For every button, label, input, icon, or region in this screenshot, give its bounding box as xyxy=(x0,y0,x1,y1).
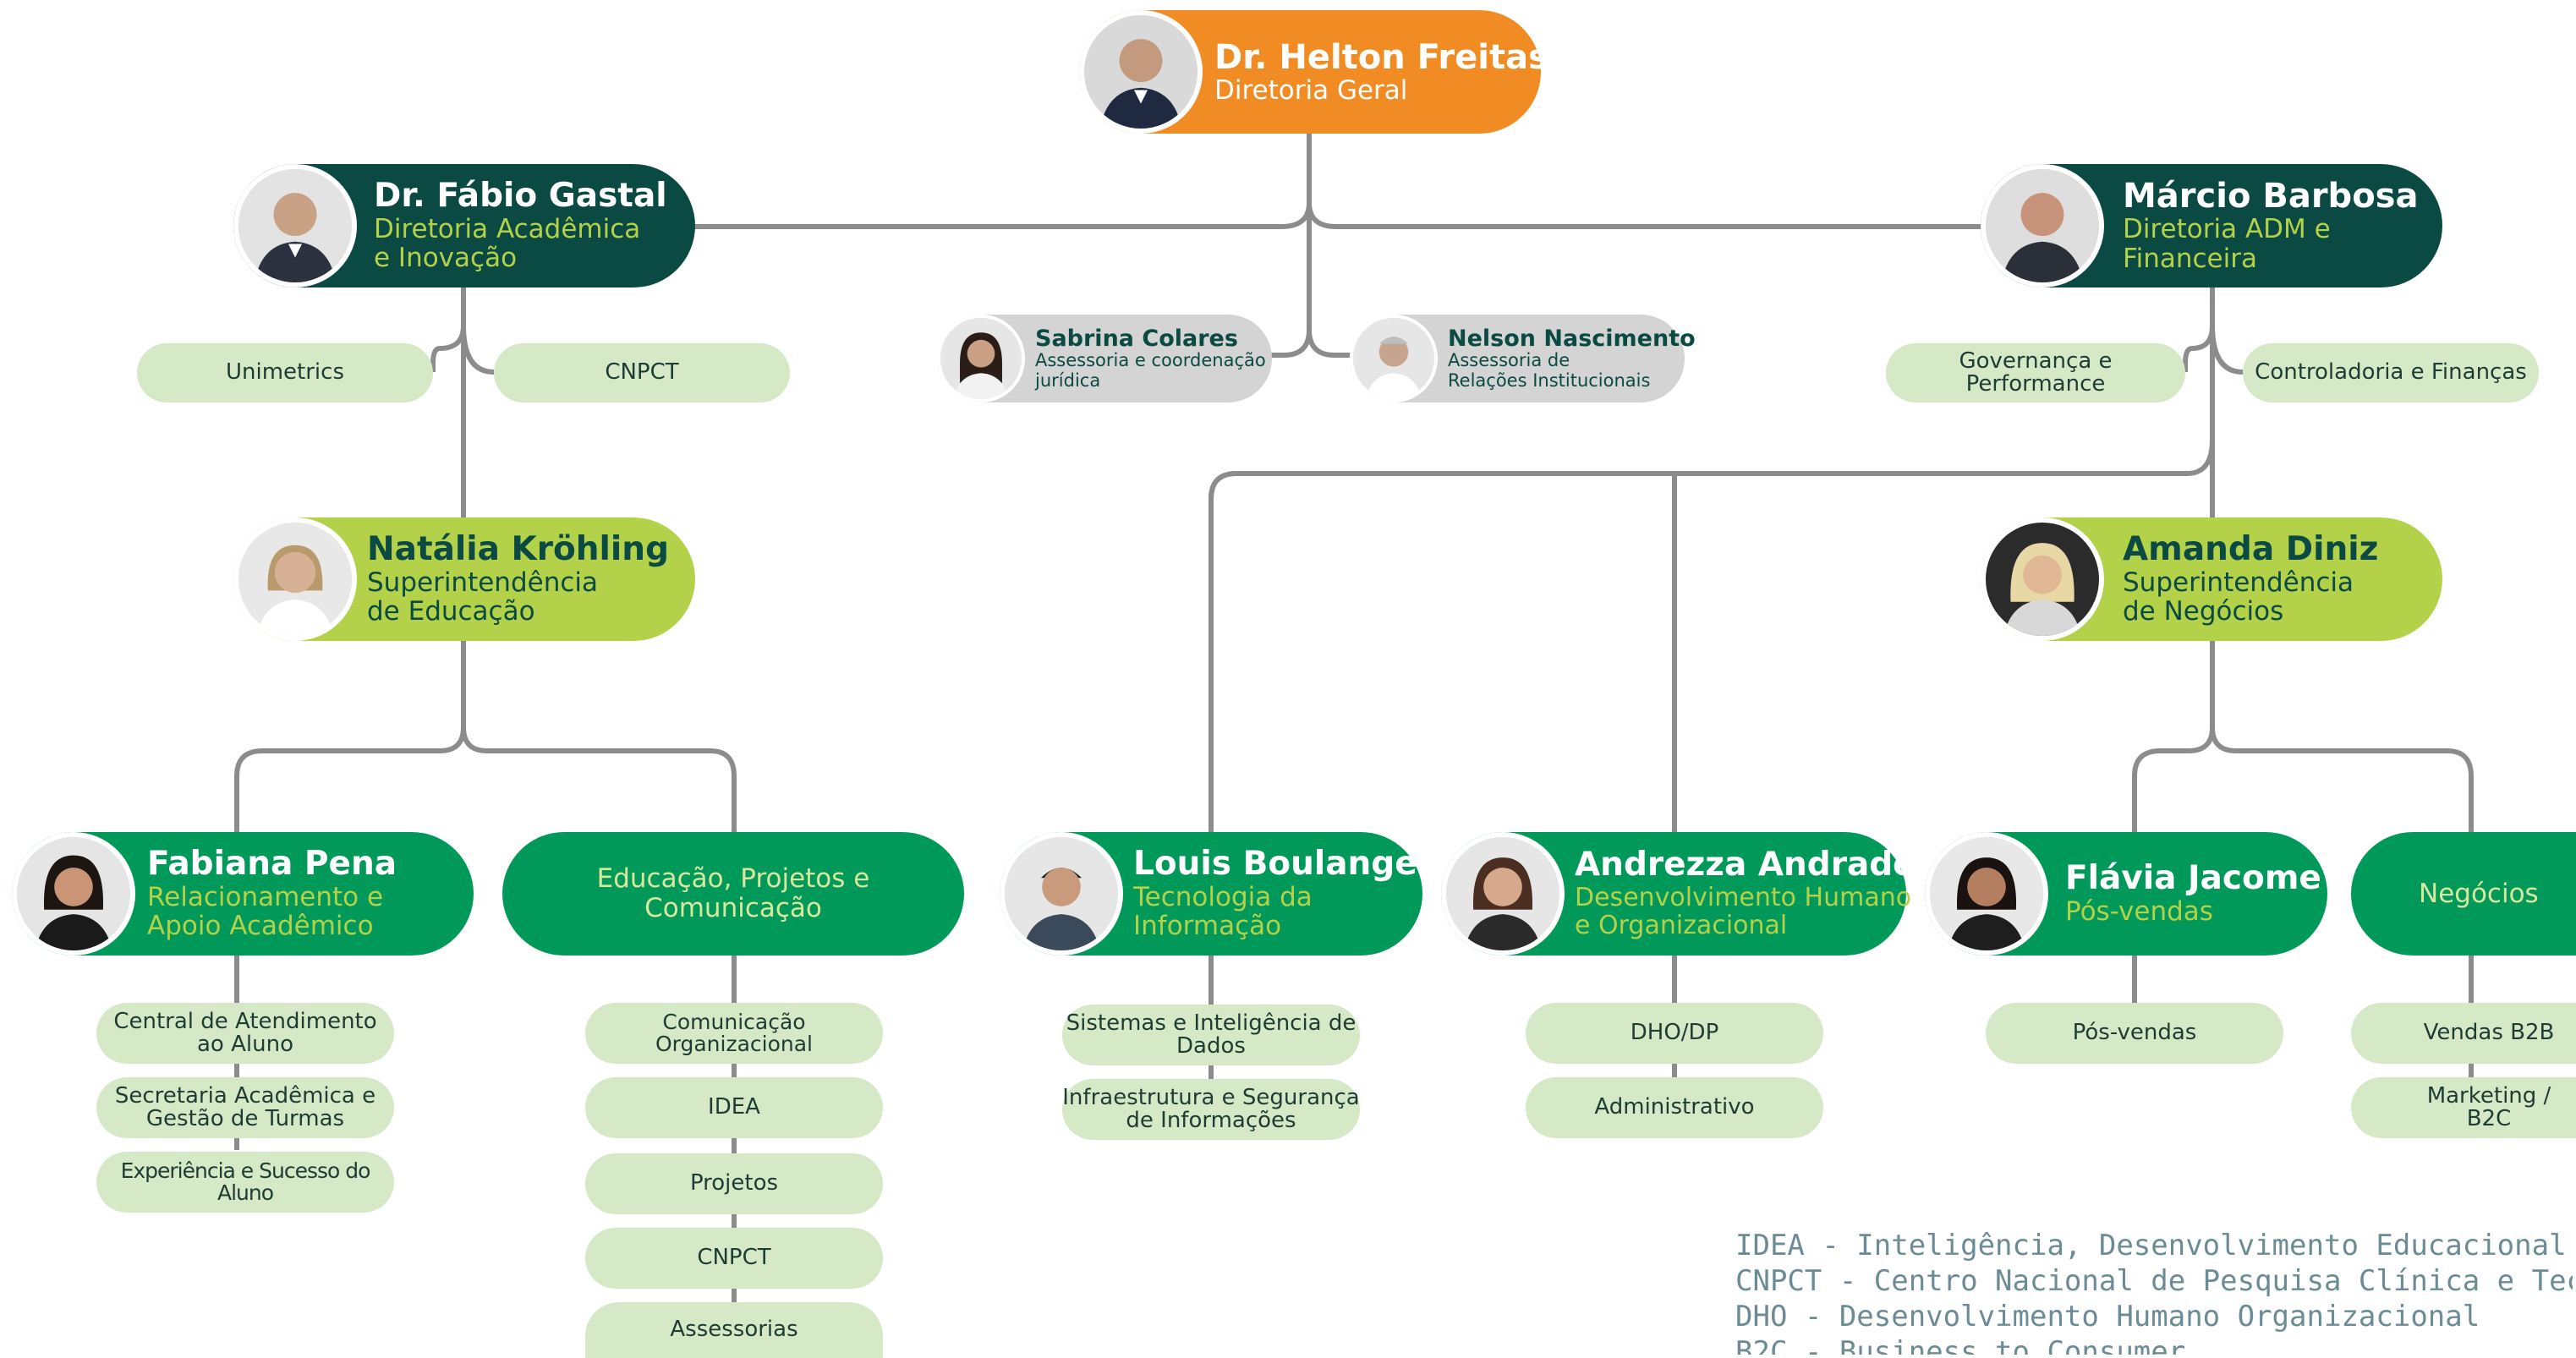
manager-fabiana-role: Relacionamento e Apoio Acadêmico xyxy=(147,881,384,942)
manager-andrezza-card: Andrezza Andrade Desenvolvimento Humano … xyxy=(1441,832,1916,956)
team-flavia-0: Pós-vendas xyxy=(1986,1003,2283,1064)
manager-andrezza-role: Desenvolvimento Humano e Organizacional xyxy=(1575,882,1912,941)
team-louis-1: Infraestrutura e Segurança de Informaçõe… xyxy=(1062,1079,1360,1140)
team-educacao-0: Comunicação Organizacional xyxy=(585,1003,883,1064)
director-general-card: Dr. Helton Freitas Diretoria Geral xyxy=(1079,10,1548,134)
superintendent-amanda-card: Amanda Diniz Superintendência de Negócio… xyxy=(1981,517,2442,641)
superintendent-amanda-role: Superintendência de Negócios xyxy=(2123,567,2354,627)
team-andrezza-0: DHO/DP xyxy=(1526,1003,1823,1064)
manager-flavia-card: Flávia Jacome Pós-vendas xyxy=(1925,832,2327,956)
legend-line-cnpct: CNPCT - Centro Nacional de Pesquisa Clín… xyxy=(1735,1264,2573,1298)
unit-controladoria: Controladoria e Finanças xyxy=(2243,343,2539,402)
superintendent-natalia-name: Natália Kröhling xyxy=(367,529,669,568)
manager-flavia-avatar xyxy=(1925,832,2048,956)
team-educacao-2: Projetos xyxy=(585,1153,883,1214)
team-negocios-0: Vendas B2B xyxy=(2351,1003,2576,1064)
manager-louis-name: Louis Boulanger xyxy=(1133,844,1433,883)
director-adm-avatar xyxy=(1981,164,2104,287)
manager-educacao-card: Educação, Projetos e Comunicação xyxy=(502,832,964,956)
unit-governanca: Governança e Performance xyxy=(1886,343,2185,402)
unit-cnpct: CNPCT xyxy=(494,343,790,402)
manager-flavia-role: Pós-vendas xyxy=(2065,896,2213,928)
director-general-avatar xyxy=(1079,10,1203,134)
superintendent-amanda-name: Amanda Diniz xyxy=(2123,529,2379,568)
director-academic-avatar xyxy=(233,164,357,287)
director-general-name: Dr. Helton Freitas xyxy=(1214,37,1548,77)
advisor-nelson-role: Assessoria de Relações Institucionais xyxy=(1448,350,1651,391)
unit-unimetrics: Unimetrics xyxy=(137,343,433,402)
manager-louis-avatar xyxy=(1000,832,1123,956)
acronym-legend: IDEA - Inteligência, Desenvolvimento Edu… xyxy=(1735,1228,2573,1355)
team-negocios-1: Marketing / B2C xyxy=(2351,1077,2576,1138)
director-adm-card: Márcio Barbosa Diretoria ADM e Financeir… xyxy=(1981,164,2442,287)
team-educacao-4: Assessorias xyxy=(585,1302,883,1358)
director-adm-role: Diretoria ADM e Financeira xyxy=(2123,214,2331,274)
manager-fabiana-card: Fabiana Pena Relacionamento e Apoio Acad… xyxy=(12,832,474,956)
director-adm-name: Márcio Barbosa xyxy=(2123,177,2419,216)
director-academic-name: Dr. Fábio Gastal xyxy=(374,176,667,215)
superintendent-natalia-role: Superintendência de Educação xyxy=(367,567,599,627)
legend-line-dho: DHO - Desenvolvimento Humano Organizacio… xyxy=(1735,1300,2480,1333)
director-general-role: Diretoria Geral xyxy=(1214,74,1408,106)
team-fabiana-2: Experiência e Sucesso do Aluno xyxy=(96,1152,394,1213)
advisor-sabrina-card: Sabrina Colares Assessoria e coordenação… xyxy=(937,315,1272,402)
manager-andrezza-name: Andrezza Andrade xyxy=(1575,845,1916,884)
manager-flavia-name: Flávia Jacome xyxy=(2065,859,2321,898)
team-fabiana-0: Central de Atendimento ao Aluno xyxy=(96,1003,394,1064)
advisor-sabrina-name: Sabrina Colares xyxy=(1035,325,1238,352)
advisor-nelson-card: Nelson Nascimento Assessoria de Relações… xyxy=(1350,315,1696,402)
director-academic-card: Dr. Fábio Gastal Diretoria Acadêmica e I… xyxy=(233,164,695,287)
advisor-sabrina-role: Assessoria e coordenação jurídica xyxy=(1035,350,1266,391)
legend-line-idea: IDEA - Inteligência, Desenvolvimento Edu… xyxy=(1735,1229,2573,1262)
manager-louis-card: Louis Boulanger Tecnologia da Informação xyxy=(1000,832,1433,956)
team-educacao-3: CNPCT xyxy=(585,1228,883,1289)
manager-andrezza-avatar xyxy=(1441,832,1565,956)
superintendent-amanda-avatar xyxy=(1981,517,2104,641)
legend-line-b2c: B2C - Business to Consumer xyxy=(1735,1335,2186,1355)
team-andrezza-1: Administrativo xyxy=(1526,1077,1823,1138)
manager-negocios-card: Negócios xyxy=(2351,832,2576,956)
advisor-nelson-name: Nelson Nascimento xyxy=(1448,325,1696,352)
advisor-nelson-avatar xyxy=(1350,315,1438,402)
manager-fabiana-name: Fabiana Pena xyxy=(147,844,397,883)
superintendent-natalia-card: Natália Kröhling Superintendência de Edu… xyxy=(233,517,695,641)
team-educacao-1: IDEA xyxy=(585,1077,883,1138)
director-academic-role: Diretoria Acadêmica e Inovação xyxy=(374,213,641,274)
superintendent-natalia-avatar xyxy=(233,517,357,641)
advisor-sabrina-avatar xyxy=(937,315,1025,402)
team-louis-0: Sistemas e Inteligência de Dados xyxy=(1062,1005,1360,1065)
manager-louis-role: Tecnologia da Informação xyxy=(1133,881,1313,942)
team-fabiana-1: Secretaria Acadêmica e Gestão de Turmas xyxy=(96,1077,394,1138)
manager-fabiana-avatar xyxy=(12,832,135,956)
